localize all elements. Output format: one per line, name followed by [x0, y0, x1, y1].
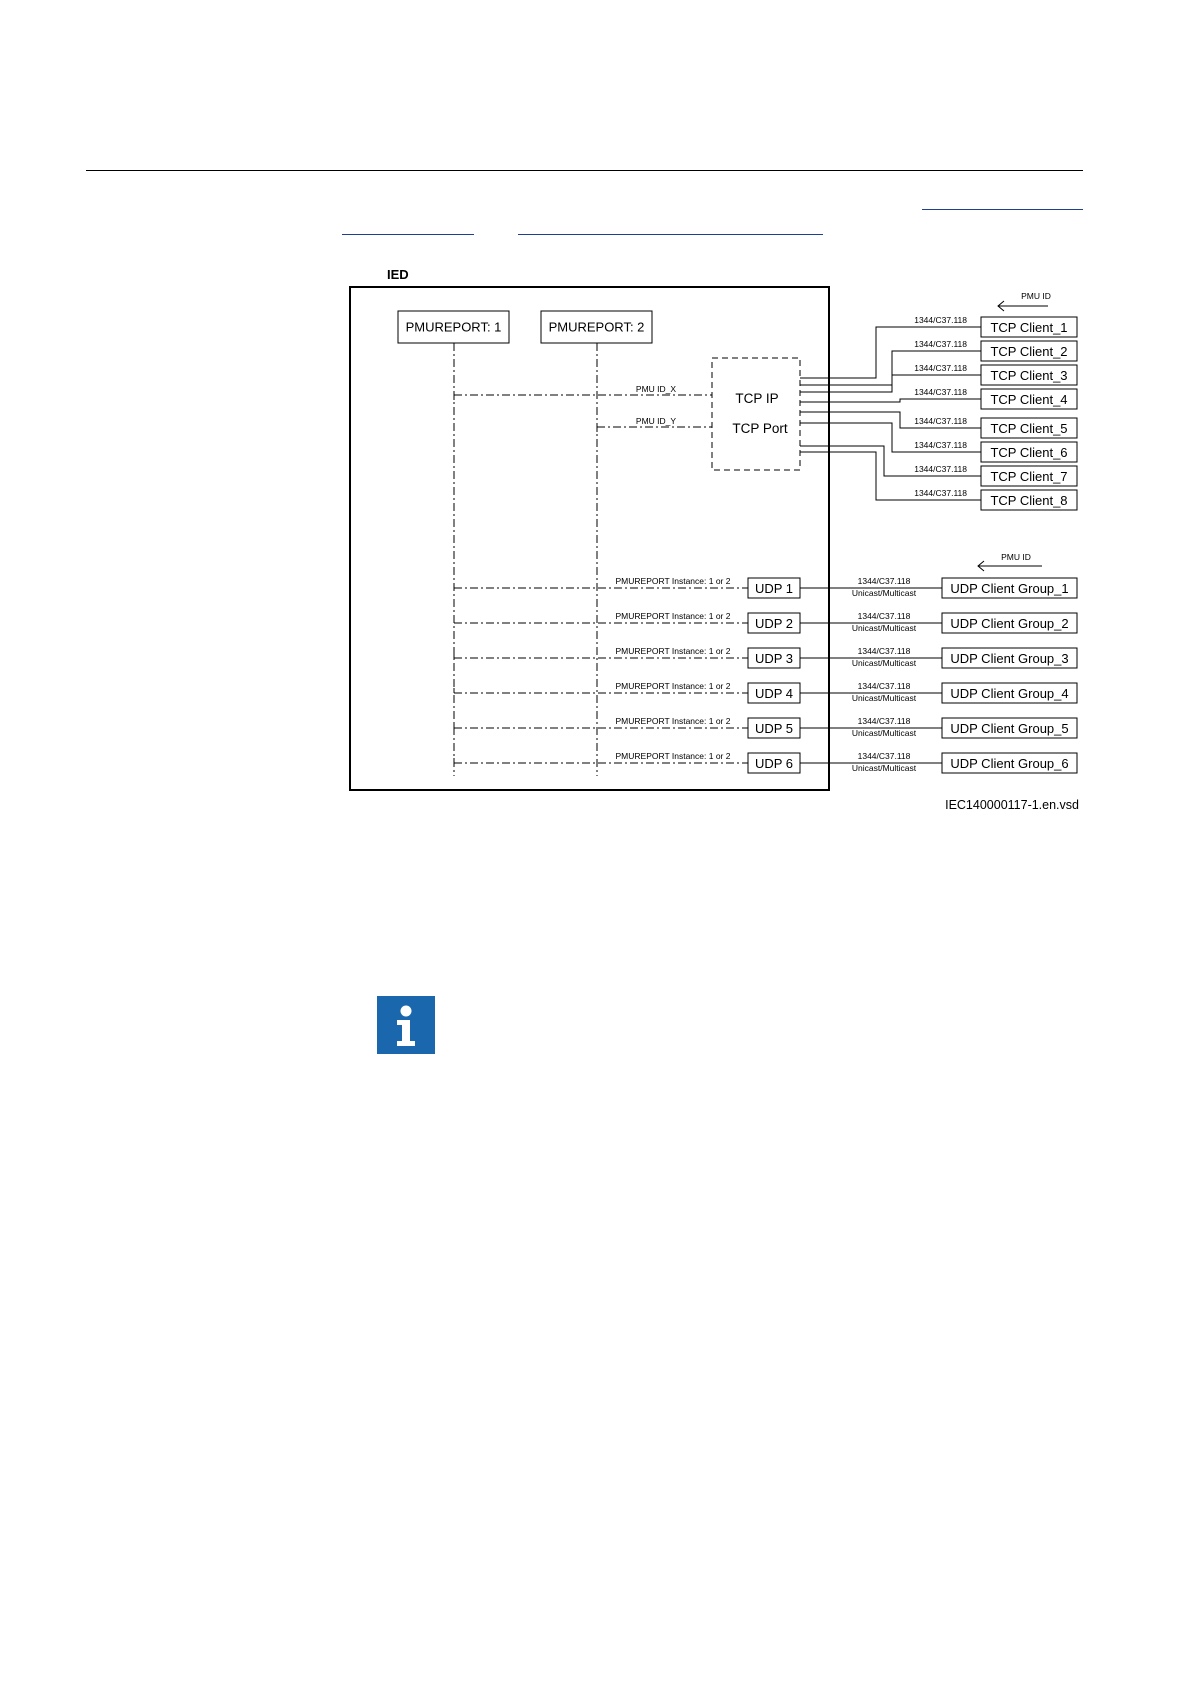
udp-client-group-label: UDP Client Group_5 [950, 721, 1068, 736]
udp-instance-label: PMUREPORT Instance: 1 or 2 [616, 611, 731, 621]
tcp-pmu-id-arrowhead [997, 300, 1005, 312]
tcp-client-box [980, 340, 1078, 362]
udp-mode-label: Unicast/Multicast [852, 763, 917, 773]
pmu-communication-diagram: IED PMUREPORT: 1 PMUREPORT: 2 PMU ID_X P… [349, 267, 1079, 812]
udp-client-group-label: UDP Client Group_3 [950, 651, 1068, 666]
tcp-protocol-label: 1344/C37.118 [914, 315, 967, 325]
udp-protocol-label: 1344/C37.118 [858, 611, 911, 621]
pmureport-1-label: PMUREPORT: 1 [406, 320, 502, 335]
tcp-client-label: TCP Client_1 [990, 320, 1067, 335]
tcp-connection-line [800, 350, 981, 386]
udp-box-label: UDP 3 [755, 651, 793, 666]
tcp-ip-label: TCP IP [735, 391, 778, 406]
udp-instance-label: PMUREPORT Instance: 1 or 2 [616, 716, 731, 726]
tcp-connection-line [800, 411, 981, 429]
tcp-connection-line [800, 398, 981, 403]
udp-client-group-box [941, 682, 1078, 704]
tcp-pmu-id-label: PMU ID [1021, 291, 1051, 301]
udp-client-group-box [941, 717, 1078, 739]
udp-client-group-label: UDP Client Group_1 [950, 581, 1068, 596]
tcp-protocol-label: 1344/C37.118 [914, 416, 967, 426]
tcp-client-box [980, 364, 1078, 386]
udp-instance-label: PMUREPORT Instance: 1 or 2 [616, 576, 731, 586]
pmureport-2-label: PMUREPORT: 2 [549, 320, 645, 335]
udp-client-group-box [941, 647, 1078, 669]
tcp-protocol-label: 1344/C37.118 [914, 464, 967, 474]
cross-reference-link[interactable] [922, 209, 1083, 210]
tcp-client-label: TCP Client_8 [990, 493, 1067, 508]
udp-client-group-label: UDP Client Group_4 [950, 686, 1068, 701]
udp-instance-label: PMUREPORT Instance: 1 or 2 [616, 751, 731, 761]
tcp-protocol-label: 1344/C37.118 [914, 363, 967, 373]
udp-mode-label: Unicast/Multicast [852, 623, 917, 633]
pmureport-2-box [540, 310, 653, 344]
tcp-protocol-label: 1344/C37.118 [914, 387, 967, 397]
tcp-connection-line [800, 422, 981, 453]
ied-frame [349, 286, 830, 791]
udp-box-label: UDP 6 [755, 756, 793, 771]
udp-client-group-box [941, 577, 1078, 599]
ied-label: IED [387, 267, 409, 282]
udp-mode-label: Unicast/Multicast [852, 693, 917, 703]
udp-protocol-label: 1344/C37.118 [858, 716, 911, 726]
udp-client-group-label: UDP Client Group_6 [950, 756, 1068, 771]
udp-protocol-label: 1344/C37.118 [858, 751, 911, 761]
tcp-connection-line [800, 326, 981, 379]
tcp-client-box [980, 441, 1078, 463]
cross-reference-link[interactable] [342, 234, 474, 235]
udp-box-label: UDP 4 [755, 686, 793, 701]
tcp-client-label: TCP Client_7 [990, 469, 1067, 484]
udp-client-group-box [941, 752, 1078, 774]
udp-protocol-label: 1344/C37.118 [858, 576, 911, 586]
tcp-protocol-label: 1344/C37.118 [914, 488, 967, 498]
header-rule [86, 170, 1083, 171]
tcp-client-label: TCP Client_4 [990, 392, 1067, 407]
tcp-client-box [980, 465, 1078, 487]
udp-pmu-id-label: PMU ID [1001, 552, 1031, 562]
tcp-connection-line [800, 374, 981, 393]
tcp-protocol-label: 1344/C37.118 [914, 339, 967, 349]
udp-mode-label: Unicast/Multicast [852, 588, 917, 598]
tcp-client-label: TCP Client_6 [990, 445, 1067, 460]
udp-box-label: UDP 1 [755, 581, 793, 596]
tcp-client-box [980, 316, 1078, 338]
udp-protocol-label: 1344/C37.118 [858, 681, 911, 691]
tcp-connection-line [800, 445, 981, 477]
udp-box-label: UDP 5 [755, 721, 793, 736]
udp-mode-label: Unicast/Multicast [852, 658, 917, 668]
tcp-protocol-label: 1344/C37.118 [914, 440, 967, 450]
pmu-id-y-label: PMU ID_Y [636, 416, 676, 426]
tcp-client-label: TCP Client_2 [990, 344, 1067, 359]
tcp-port-label: TCP Port [732, 421, 788, 436]
udp-box-label: UDP 2 [755, 616, 793, 631]
udp-protocol-label: 1344/C37.118 [858, 646, 911, 656]
info-icon [377, 996, 435, 1054]
udp-pmu-id-arrowhead [977, 560, 985, 572]
cross-reference-link[interactable] [518, 234, 823, 235]
tcp-client-box [980, 417, 1078, 439]
figure-file-id: IEC140000117-1.en.vsd [945, 798, 1079, 812]
udp-client-group-label: UDP Client Group_2 [950, 616, 1068, 631]
tcp-client-label: TCP Client_3 [990, 368, 1067, 383]
tcp-client-box [980, 388, 1078, 410]
tcp-client-box [980, 489, 1078, 511]
pmu-id-x-label: PMU ID_X [636, 384, 676, 394]
tcp-client-label: TCP Client_5 [990, 421, 1067, 436]
udp-instance-label: PMUREPORT Instance: 1 or 2 [616, 681, 731, 691]
tcp-connection-line [800, 451, 981, 501]
udp-mode-label: Unicast/Multicast [852, 728, 917, 738]
udp-instance-label: PMUREPORT Instance: 1 or 2 [616, 646, 731, 656]
tcp-box [711, 357, 801, 471]
udp-client-group-box [941, 612, 1078, 634]
